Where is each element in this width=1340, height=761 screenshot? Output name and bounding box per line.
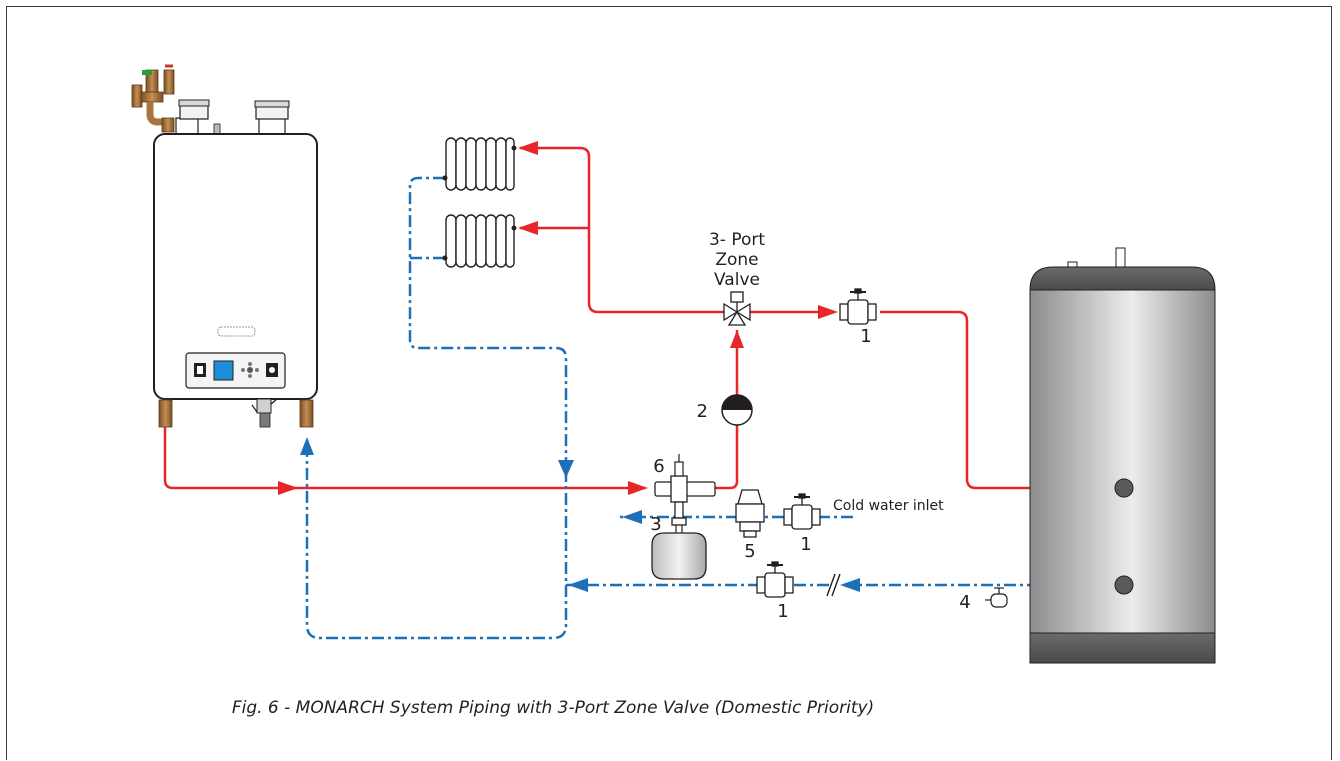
zone-valve-to-radiators [520, 146, 725, 314]
labels: 3- Port Zone Valve 1 2 6 3 5 1 Cold wate… [232, 230, 971, 718]
hot-water-cylinder [1029, 247, 1216, 664]
label-zone-valve-line3: Valve [714, 270, 760, 290]
supply-to-pump [712, 425, 739, 490]
cylinder-top-cap [1029, 266, 1216, 291]
boiler-top-fittings [175, 99, 290, 137]
figure-caption: Fig. 6 - MONARCH System Piping with 3-Po… [232, 698, 874, 718]
relief-valve-assembly [131, 64, 175, 133]
pipe-break-icon [826, 573, 841, 597]
display-screen [213, 360, 234, 381]
label-4-drain: 4 [959, 592, 970, 613]
pressure-reducing-valve-icon [735, 489, 765, 538]
label-cold-water-inlet: Cold water inlet [833, 498, 944, 514]
label-6-vent: 6 [653, 456, 664, 477]
main-return [305, 455, 568, 640]
arrow-icon [568, 578, 588, 592]
arrow-icon [628, 481, 648, 495]
arrow-icon [818, 305, 838, 319]
cylinder-coil-outlet [1114, 575, 1134, 595]
arrow-icon [622, 510, 642, 524]
label-1-bottom: 1 [777, 601, 788, 622]
radiator-icon [442, 214, 517, 268]
supply-piping [163, 146, 1108, 490]
cylinder-coil-inlet [1114, 478, 1134, 498]
arrow-icon [730, 330, 744, 348]
label-2-pump: 2 [697, 401, 708, 422]
ball-valve-icon [756, 561, 794, 598]
arrow-icon [518, 221, 538, 235]
expansion-tank-icon [651, 524, 707, 580]
label-1-cold: 1 [800, 534, 811, 555]
return-arrows [300, 437, 860, 592]
arrow-icon [300, 437, 314, 455]
radiator-return [408, 176, 568, 460]
boiler-return-connection [299, 399, 314, 428]
air-vent-icon [674, 454, 684, 477]
figure-frame [6, 6, 1332, 760]
boiler-supply-connection [158, 399, 173, 428]
three-port-zone-valve-icon [723, 291, 751, 326]
boiler-logo [217, 326, 256, 337]
boiler [131, 64, 318, 428]
arrow-icon [278, 481, 298, 495]
boiler-gas-connection [251, 398, 277, 428]
circulator-pump-icon [721, 394, 753, 426]
supply-main [163, 425, 628, 490]
arrow-icon [518, 141, 538, 155]
label-3-tank: 3 [650, 514, 661, 535]
cylinder-base [1029, 632, 1216, 664]
label-zone-valve-line2: Zone [715, 250, 758, 270]
supply-arrows [278, 141, 1118, 495]
arrow-icon [558, 460, 574, 478]
boiler-cabinet [153, 133, 318, 400]
valve1-to-cylinder [880, 310, 1108, 490]
label-1-top: 1 [860, 326, 871, 347]
label-zone-valve-line1: 3- Port [709, 230, 765, 250]
radiator-icon [442, 137, 517, 191]
control-panel [185, 352, 286, 389]
ball-valve-icon [839, 288, 877, 325]
arrow-icon [840, 578, 860, 592]
label-5-prv: 5 [744, 541, 755, 562]
drain-valve-icon [985, 587, 1008, 608]
ball-valve-icon [783, 493, 821, 530]
air-separator-icon [654, 475, 716, 526]
